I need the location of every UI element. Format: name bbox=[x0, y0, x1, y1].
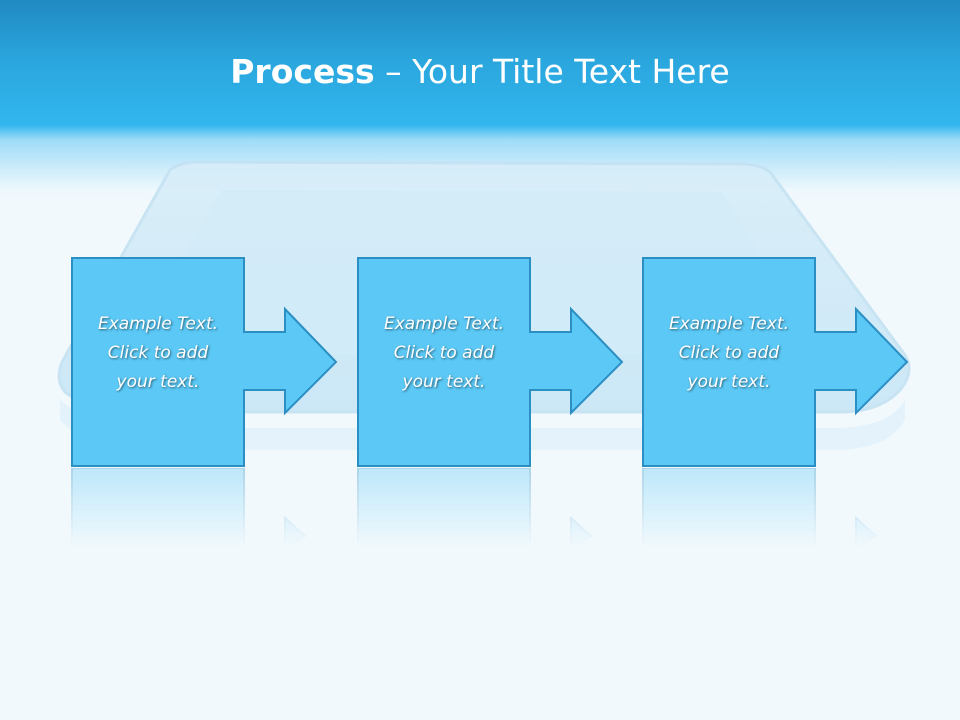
step-text-2[interactable]: Example Text. Click to add your text. bbox=[383, 314, 505, 392]
process-step-1[interactable]: Example Text. Click to add your text. bbox=[70, 256, 345, 468]
reflection-1 bbox=[71, 468, 307, 548]
arrow-shape-3 bbox=[642, 257, 909, 467]
title-bold: Process bbox=[230, 52, 375, 91]
process-step-2[interactable]: Example Text. Click to add your text. bbox=[356, 256, 631, 468]
process-step-3[interactable]: Example Text. Click to add your text. bbox=[641, 256, 916, 468]
step-text-3[interactable]: Example Text. Click to add your text. bbox=[668, 314, 790, 392]
title-rest: – Your Title Text Here bbox=[374, 52, 730, 91]
arrow-shape-1 bbox=[71, 257, 338, 467]
reflection-2 bbox=[357, 468, 593, 548]
reflection-3 bbox=[642, 468, 878, 548]
slide-title[interactable]: Process – Your Title Text Here bbox=[0, 52, 960, 91]
step-text-1[interactable]: Example Text. Click to add your text. bbox=[97, 314, 219, 392]
arrow-shape-2 bbox=[357, 257, 624, 467]
